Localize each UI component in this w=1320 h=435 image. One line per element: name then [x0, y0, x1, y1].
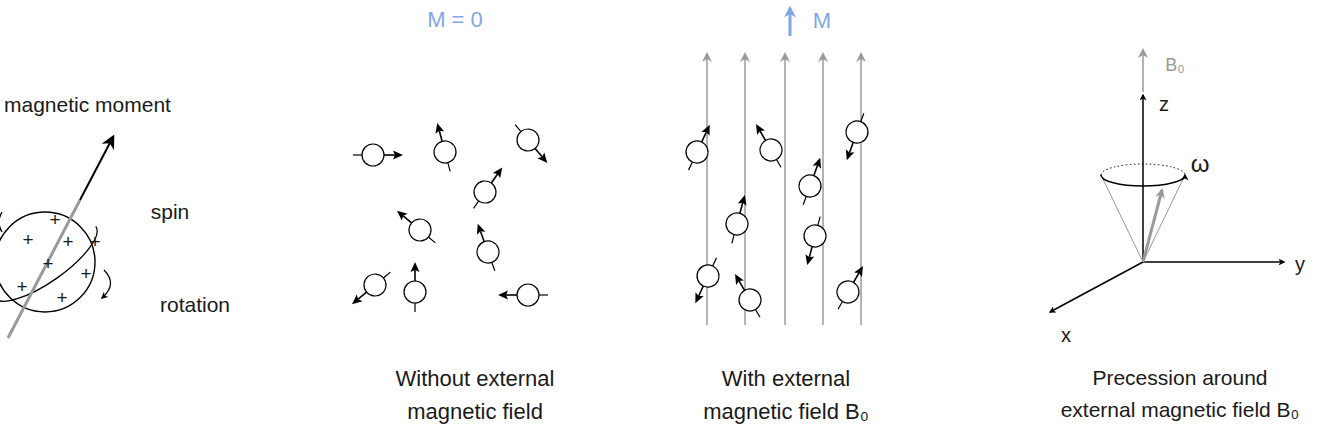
- charge-sign: +: [16, 276, 27, 299]
- aligned-spins: [679, 109, 875, 322]
- magnetization-label: M = 0: [427, 7, 483, 33]
- charge-sign: +: [62, 231, 73, 254]
- part-label: rotation: [160, 292, 230, 317]
- field-lines: [707, 54, 861, 325]
- charge-sign: +: [22, 229, 33, 252]
- charge-sign: +: [49, 209, 60, 232]
- charge-sign: +: [89, 231, 100, 254]
- random-spins: [345, 118, 556, 313]
- magnetization-arrow: [789, 8, 792, 36]
- axis-label: z: [1159, 92, 1169, 116]
- panel-caption: Without external magnetic field: [382, 362, 569, 428]
- panel-caption: Precession around external magnetic fiel…: [1054, 362, 1306, 425]
- charge-sign: +: [56, 287, 67, 310]
- nucleus-sphere: [0, 137, 113, 338]
- axis-label: x: [1061, 323, 1071, 347]
- field-label: B₀: [1165, 55, 1184, 77]
- charge-sign: +: [80, 263, 91, 286]
- frequency-label: ω: [1191, 150, 1210, 179]
- charge-sign: +: [42, 253, 53, 276]
- axis-label: y: [1295, 252, 1305, 276]
- precession-axes: [1050, 50, 1284, 312]
- panel-caption: With external magnetic field B₀: [693, 362, 880, 428]
- part-label: spin: [151, 199, 190, 224]
- part-label: magnetic moment: [4, 92, 171, 117]
- magnetization-label: M: [813, 8, 831, 34]
